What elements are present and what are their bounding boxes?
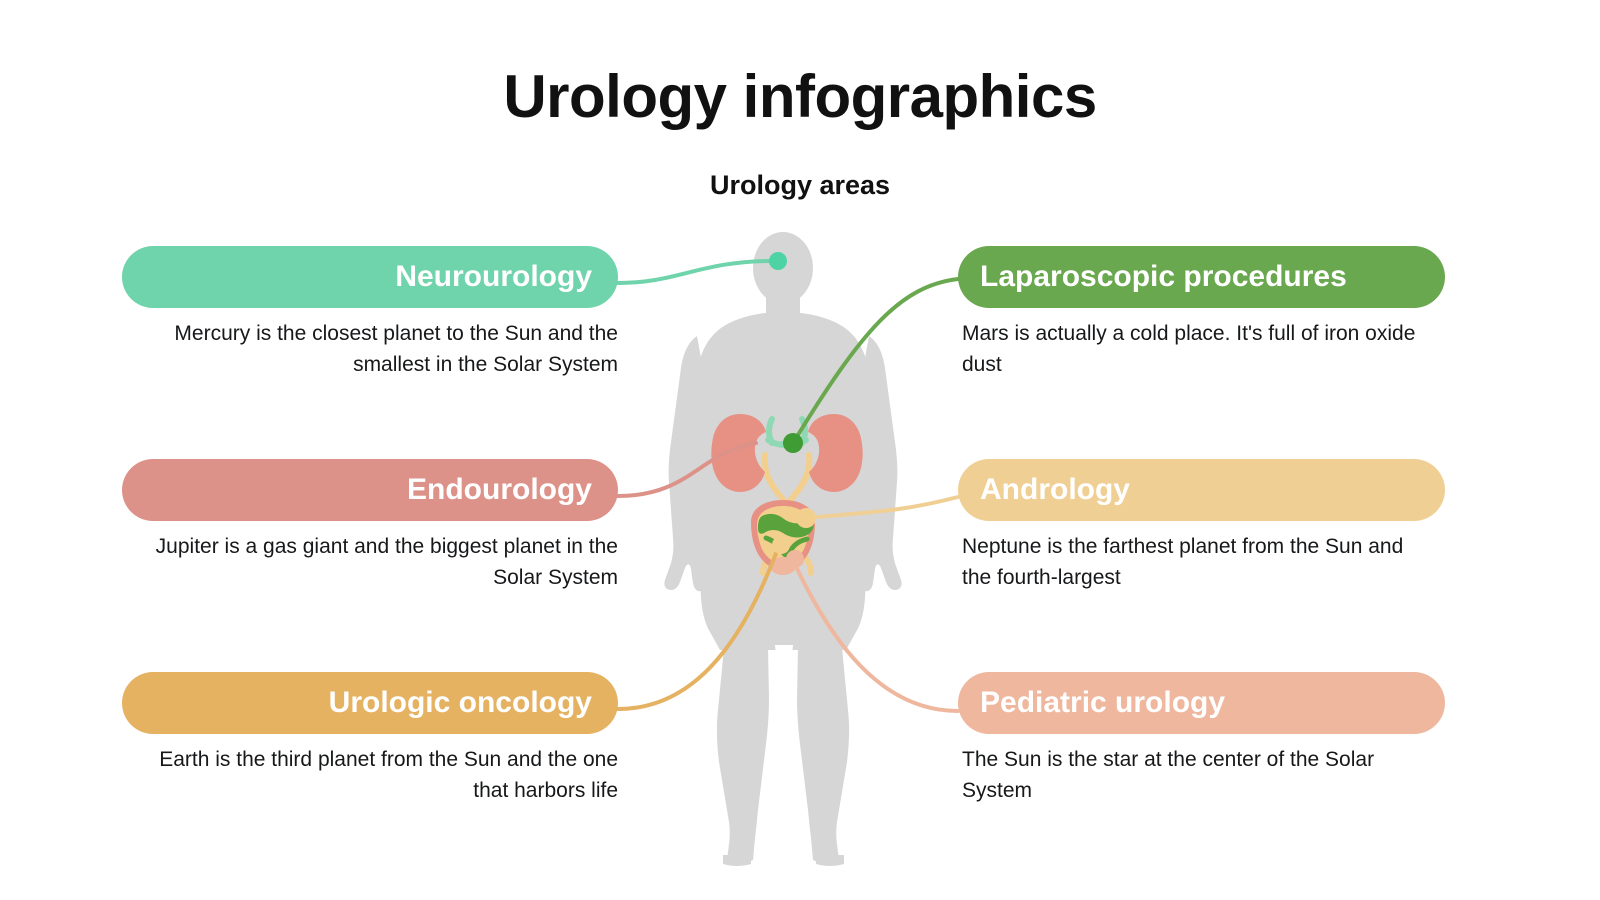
connector-neurourology <box>616 258 780 285</box>
ureters-icon <box>760 452 814 576</box>
page-subtitle: Urology areas <box>709 170 891 200</box>
card-urologic-oncology[interactable]: Urologic oncology <box>122 672 618 734</box>
endpoint-laparoscopic <box>783 433 803 453</box>
body-silhouette-icon <box>664 232 902 866</box>
card-label-endourology: Endourology <box>407 473 592 506</box>
card-description-andrology: Neptune is the farthest planet from the … <box>962 535 1404 589</box>
connector-endourology <box>616 441 758 498</box>
bladder-icon <box>751 500 815 570</box>
prostate-icon <box>770 557 796 575</box>
card-label-laparoscopic-procedures: Laparoscopic procedures <box>980 260 1347 293</box>
card-label-andrology: Andrology <box>980 473 1130 506</box>
endpoint-andrology <box>796 508 816 528</box>
card-description-urologic-oncology: Earth is the third planet from the Sun a… <box>159 748 618 802</box>
endpoint-pediatric-urology <box>786 550 804 568</box>
card-andrology[interactable]: Andrology <box>958 459 1445 521</box>
card-description-neurourology: Mercury is the closest planet to the Sun… <box>174 322 618 376</box>
page-title: Urology infographics <box>503 63 1097 130</box>
left-kidney-icon <box>711 414 766 492</box>
right-kidney-icon <box>808 414 863 492</box>
card-label-urologic-oncology: Urologic oncology <box>328 686 592 719</box>
card-label-pediatric-urology: Pediatric urology <box>980 686 1226 719</box>
endpoint-neurourology <box>769 252 787 270</box>
connector-endpoints <box>769 252 816 568</box>
renal-vessels-icon <box>765 416 809 448</box>
connector-laparoscopic-procedures <box>791 277 960 445</box>
connector-pediatric-urology <box>791 558 960 713</box>
card-description-endourology: Jupiter is a gas giant and the biggest p… <box>155 535 618 589</box>
card-laparoscopic-procedures[interactable]: Laparoscopic procedures <box>958 246 1445 308</box>
connector-urologic-oncology <box>616 546 780 711</box>
card-neurourology[interactable]: Neurourology <box>122 246 618 308</box>
card-description-laparoscopic-procedures: Mars is actually a cold place. It's full… <box>962 322 1416 376</box>
card-description-pediatric-urology: The Sun is the star at the center of the… <box>962 748 1375 802</box>
connector-lines <box>616 258 960 713</box>
urinary-system-icon <box>711 414 863 576</box>
endpoint-urologic-oncology <box>772 536 790 554</box>
card-endourology[interactable]: Endourology <box>122 459 618 521</box>
connector-andrology <box>804 495 960 520</box>
card-pediatric-urology[interactable]: Pediatric urology <box>958 672 1445 734</box>
card-label-neurourology: Neurourology <box>395 260 592 293</box>
